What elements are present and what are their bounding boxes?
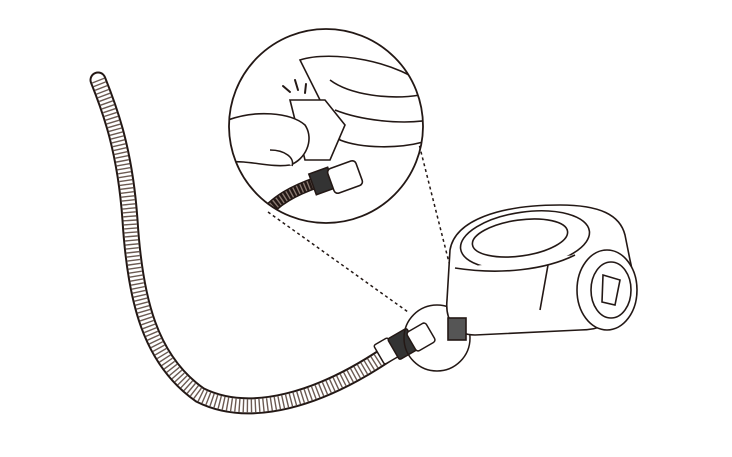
vacuum-body-icon bbox=[446, 204, 638, 341]
hose-connector-icon bbox=[373, 322, 436, 365]
hand-icon bbox=[229, 112, 310, 167]
leader-lines bbox=[267, 139, 471, 313]
hose-icon bbox=[89, 71, 399, 415]
click-sound-marks-icon bbox=[282, 79, 307, 94]
magnified-detail-icon bbox=[228, 28, 424, 224]
detail-circle-small bbox=[403, 304, 471, 372]
